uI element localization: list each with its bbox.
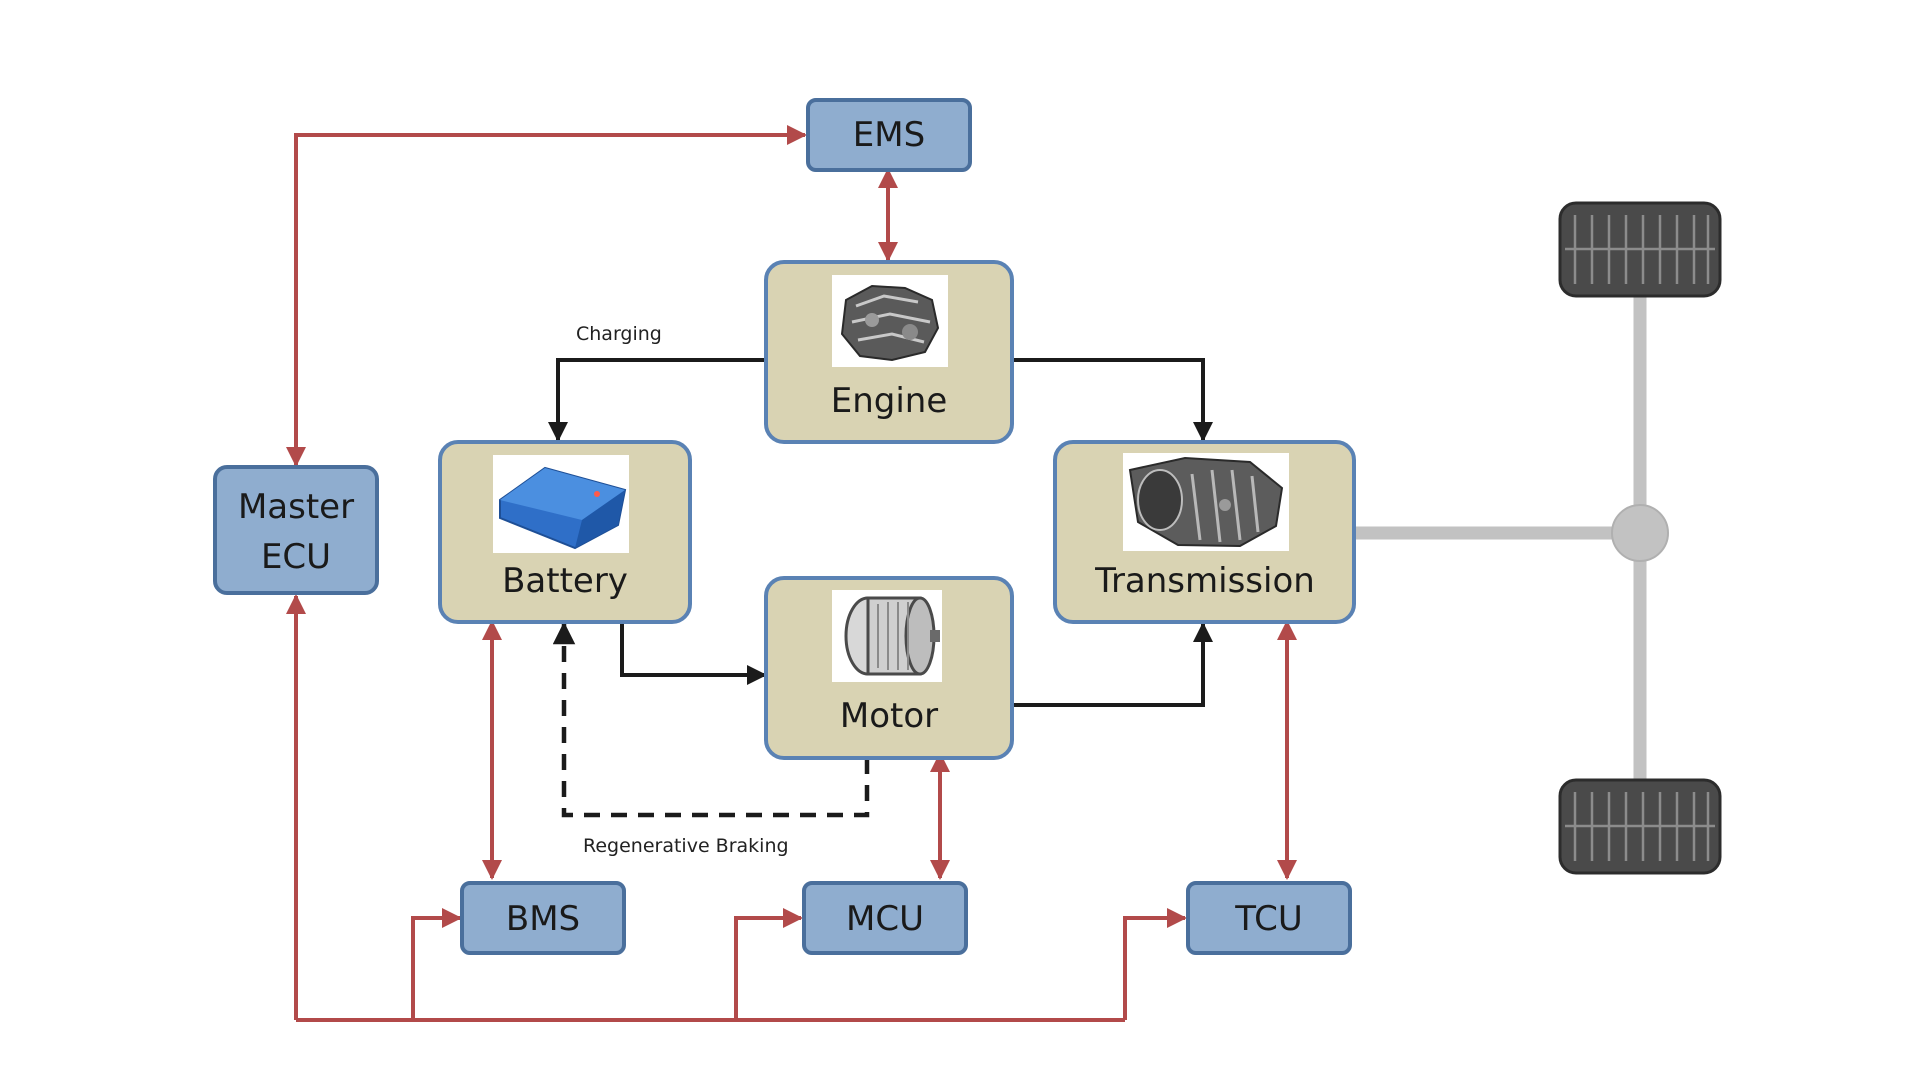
node-bms: BMS [460,881,626,955]
link-bus-mcu [734,908,803,1020]
node-ems-label: EMS [853,115,925,155]
drivetrain [1354,201,1722,875]
transmission-icon [1123,453,1289,551]
differential [1611,504,1669,562]
node-tcu: TCU [1186,881,1352,955]
flow-engine-battery [548,358,766,442]
node-motor: Motor [764,576,1014,760]
link-bus-tcu [1123,908,1187,1020]
control-links [286,125,1297,1022]
battery-icon [493,455,629,553]
node-motor-label: Motor [840,696,938,736]
wheel-icon [1558,201,1722,298]
motor-icon [832,590,942,682]
node-battery: Battery [438,440,692,624]
node-engine-label: Engine [831,381,948,421]
node-master-ecu-label-line2: ECU [261,537,331,577]
node-master-ecu: Master ECU [213,465,379,595]
flow-engine-transmission [1012,358,1213,442]
node-engine: Engine [764,260,1014,444]
node-ems: EMS [806,98,972,172]
node-mcu-label: MCU [846,899,924,939]
power-flows [548,358,1213,818]
flow-motor-transmission [1012,622,1213,707]
engine-icon [832,275,948,367]
node-mcu: MCU [802,881,968,955]
node-transmission-label: Transmission [1094,561,1315,601]
wheel-icon [1558,778,1722,875]
node-transmission: Transmission [1053,440,1356,624]
flow-regenerative-braking [552,621,870,818]
node-tcu-label: TCU [1234,899,1302,939]
link-master-ecu-ems [286,125,807,467]
node-master-ecu-label-line1: Master [238,487,354,527]
label-charging: Charging [576,323,662,345]
link-bus-bms [411,908,462,1020]
node-bms-label: BMS [506,899,580,939]
node-battery-label: Battery [502,561,628,601]
label-regenerative-braking: Regenerative Braking [583,835,789,857]
flow-battery-motor [620,622,767,685]
